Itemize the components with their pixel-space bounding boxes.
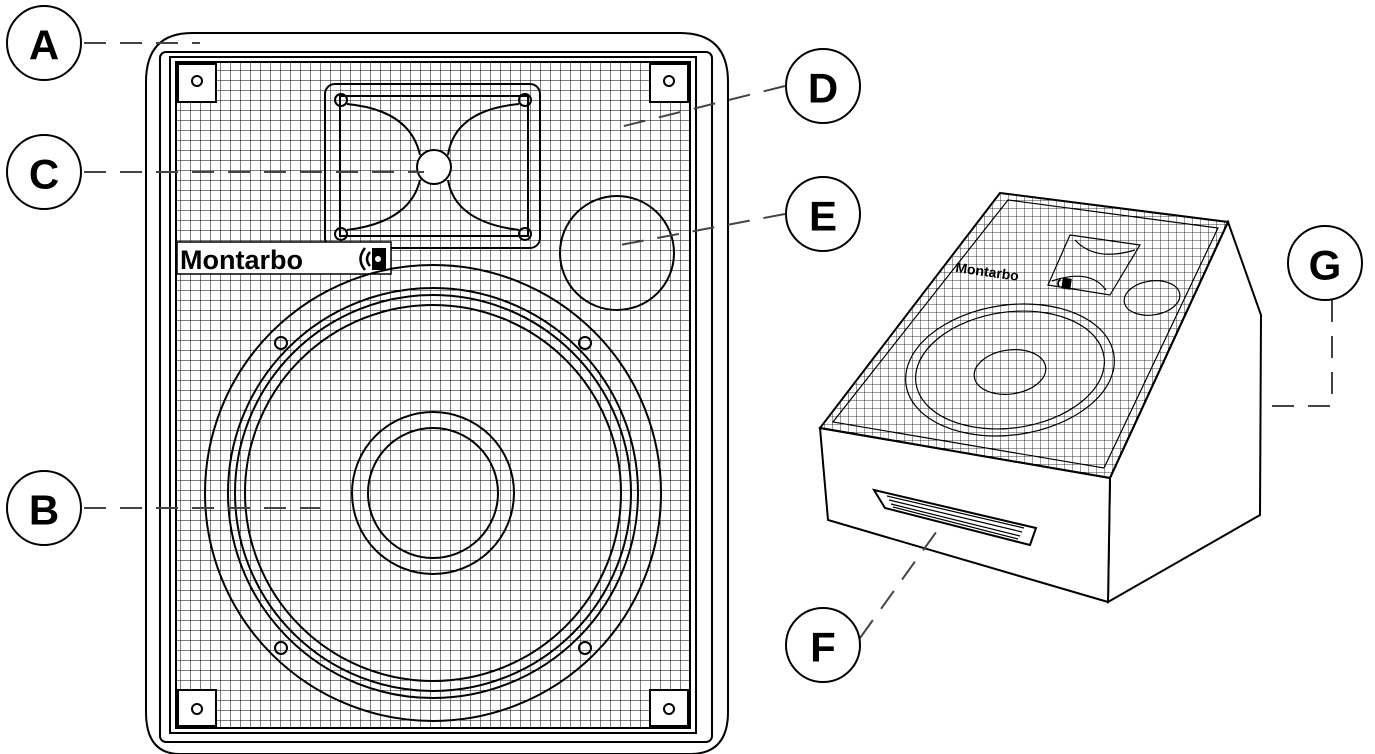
svg-text:D: D [808,65,838,112]
leader-e [619,213,786,246]
front-speaker: Montarbo [145,32,729,754]
callout-e: E [785,176,861,252]
svg-text:F: F [810,624,836,671]
svg-text:G: G [1309,242,1342,289]
carry-handle [871,488,1038,547]
svg-text:B: B [29,487,59,534]
callout-d: D [785,48,861,124]
cabinet-outline [145,32,729,754]
leader-f [859,523,943,639]
svg-text:A: A [29,22,59,69]
speaker-waves-icon [359,247,386,271]
monitor-speaker: Montarbo [818,191,1263,604]
svg-text:C: C [29,151,59,198]
corner-bracket-bl [177,689,217,727]
monitor-top-grille [818,191,1230,480]
corner-bracket-tr [649,63,689,103]
corner-bracket-br [649,689,689,727]
callout-c: C [6,134,82,210]
brand-name: Montarbo [180,245,303,275]
svg-text:E: E [809,193,837,240]
bass-reflex-port [559,195,675,311]
leader-g [1262,300,1333,407]
leader-d [615,85,786,129]
callout-f: F [785,607,861,683]
callout-g: G [1287,225,1363,301]
leader-lines [84,42,1333,639]
corner-bracket-tl [177,63,217,103]
brand-label: Montarbo [176,241,392,275]
horn-tweeter [324,83,541,249]
callout-a: A [6,5,82,81]
callout-b: B [6,470,82,546]
monitor-speaker-waves-icon [1057,277,1072,290]
woofer [204,264,662,722]
